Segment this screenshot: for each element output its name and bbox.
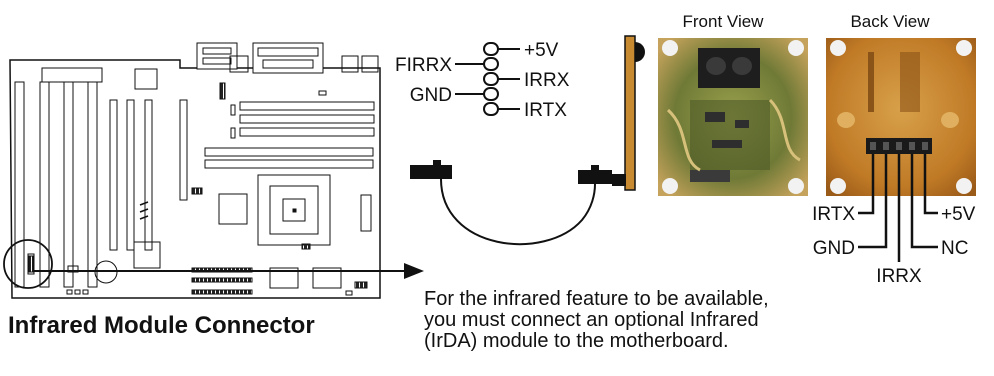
motherboard xyxy=(4,43,380,298)
connector-pinout xyxy=(455,43,520,115)
front-view-photo xyxy=(658,38,808,196)
pin xyxy=(484,43,498,55)
dimm-slot xyxy=(205,148,373,156)
slot xyxy=(40,82,49,287)
slot xyxy=(64,82,73,287)
diagram-title: Infrared Module Connector xyxy=(8,312,315,340)
pin-label-firrx: FIRRX xyxy=(395,55,452,76)
dimm-slot xyxy=(240,115,374,123)
slot xyxy=(15,82,24,287)
pin-label-irrx: IRRX xyxy=(524,70,570,91)
pin xyxy=(484,103,498,115)
back-pin-5v: +5V xyxy=(941,204,976,225)
front-view-label: Front View xyxy=(683,12,765,31)
slot xyxy=(127,100,134,250)
dimm-slot xyxy=(205,160,373,168)
instruction-note: For the infrared feature to be available… xyxy=(424,289,769,352)
pin xyxy=(484,88,498,100)
cable-plug-left xyxy=(410,165,452,179)
back-pin-irtx: IRTX xyxy=(812,204,855,225)
slot xyxy=(88,82,97,287)
dimm-slot xyxy=(240,128,374,136)
pin-label-gnd: GND xyxy=(410,85,452,106)
dimm-slot xyxy=(240,102,374,110)
slot xyxy=(145,100,152,250)
pin xyxy=(484,73,498,85)
pin-label-irtx: IRTX xyxy=(524,100,567,121)
module-side-board xyxy=(625,36,635,190)
slot xyxy=(110,100,117,250)
cable-plug-right xyxy=(578,170,612,184)
pin xyxy=(484,58,498,70)
back-view-label: Back View xyxy=(850,12,930,31)
motherboard-outline xyxy=(10,60,380,298)
slot xyxy=(180,100,187,200)
back-pin-gnd: GND xyxy=(813,238,855,259)
back-view-photo xyxy=(826,38,976,196)
back-pin-nc: NC xyxy=(941,238,968,259)
back-pin-irrx: IRRX xyxy=(876,266,922,287)
pin-label-5v: +5V xyxy=(524,40,559,61)
pointer-arrow xyxy=(34,263,424,279)
